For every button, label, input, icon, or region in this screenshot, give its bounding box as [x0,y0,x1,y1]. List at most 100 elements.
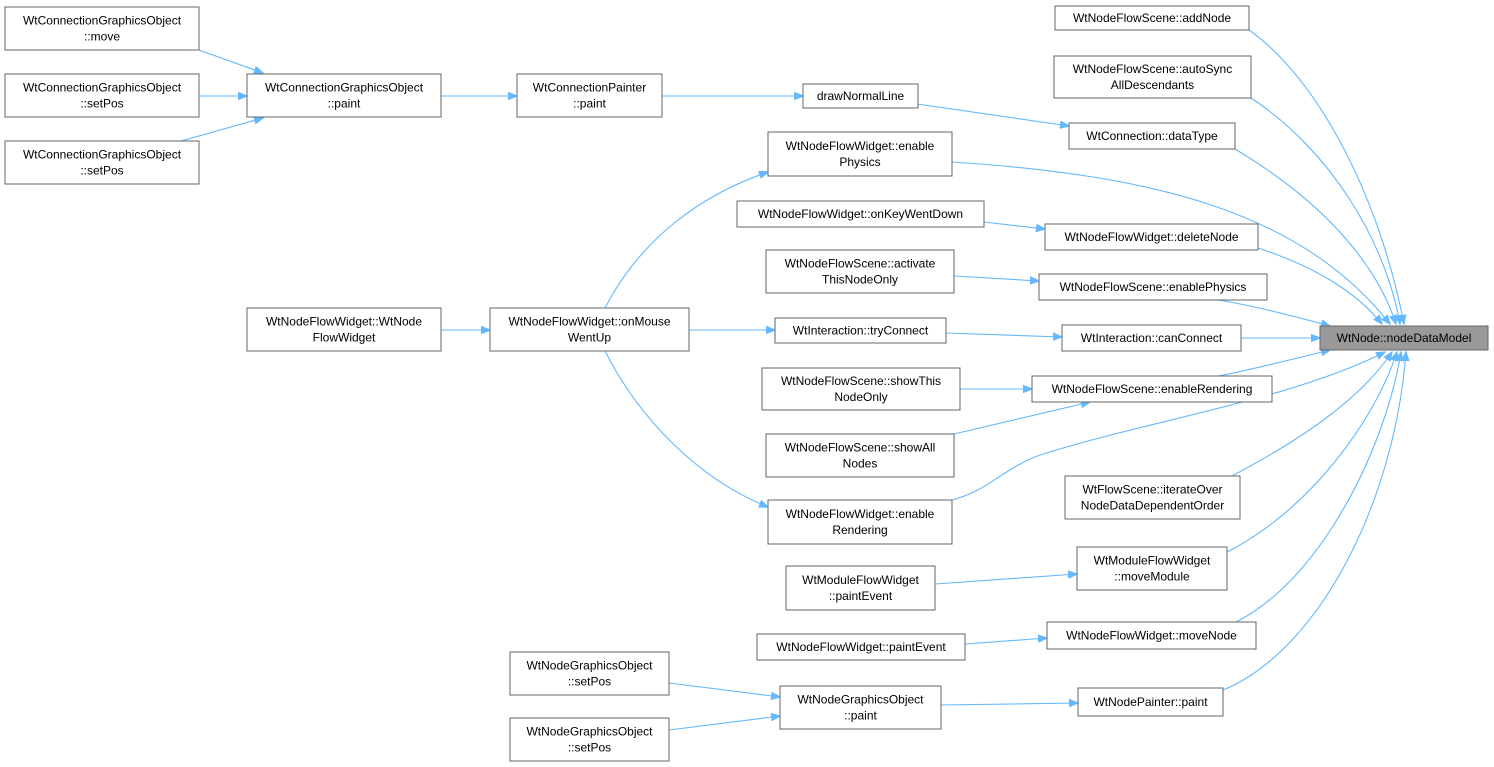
node-label-line: WtNodeFlowWidget::onMouse [508,315,670,329]
node-label-line: ::setPos [80,164,123,178]
edge-onKeyWentDown-to-deleteNode [983,221,1045,229]
graph-node-drawNormalLine[interactable]: drawNormalLine [802,83,919,109]
node-label-line: Rendering [832,523,887,537]
graph-node-moveModule[interactable]: WtModuleFlowWidget::moveModule [1076,546,1228,591]
node-label-line: ::setPos [80,97,123,111]
node-label-line: ::setPos [568,741,611,755]
graph-node-onKeyWentDown[interactable]: WtNodeFlowWidget::onKeyWentDown [736,200,985,228]
graph-node-canConnect[interactable]: WtInteraction::canConnect [1061,324,1242,352]
edge-ngoSetPos1-to-ngoPaint [668,682,780,697]
graph-node-deleteNode[interactable]: WtNodeFlowWidget::deleteNode [1044,223,1259,251]
node-box [774,317,947,344]
node-box [1061,324,1242,352]
graph-node-iterateOver[interactable]: WtFlowScene::iterateOverNodeDataDependen… [1064,475,1241,520]
edge-nodePainterPaint-to-target [1222,352,1406,691]
node-label-line: AllDescendants [1111,78,1194,92]
node-box [509,717,670,762]
graph-node-tryConnect[interactable]: WtInteraction::tryConnect [774,317,947,344]
edge-cgoSetPos2-to-cgoPaint [180,118,263,142]
graph-node-ngoSetPos2[interactable]: WtNodeGraphicsObject::setPos [509,717,670,762]
graph-node-cgoSetPos1[interactable]: WtConnectionGraphicsObject::setPos [4,73,200,118]
node-label-line: Physics [839,155,880,169]
node-label-line: WtNodeFlowWidget::enable [786,139,935,153]
node-box [765,249,955,294]
edge-moveModule-to-target [1226,352,1397,553]
node-label-line: WtNodeFlowWidget::paintEvent [776,640,946,654]
graph-node-enablePhysicsS[interactable]: WtNodeFlowScene::enablePhysics [1038,273,1268,301]
graph-node-addNode[interactable]: WtNodeFlowScene::addNode [1054,5,1250,31]
node-box [516,73,663,118]
graph-node-cgoMove[interactable]: WtConnectionGraphicsObject::move [4,6,200,51]
edge-iterateOver-to-target [1231,352,1392,477]
node-label-line: ::paint [844,709,877,723]
node-label-line: FlowWidget [313,331,376,345]
node-label-line: drawNormalLine [817,89,905,103]
node-label-line: WtNodeGraphicsObject [526,725,653,739]
node-label-line: WtNodeGraphicsObject [797,693,924,707]
node-box [4,6,200,51]
node-label-line: ::paint [573,97,606,111]
graph-node-ngoPaint[interactable]: WtNodeGraphicsObject::paint [779,685,942,730]
node-label-line: WtModuleFlowWidget [802,573,919,587]
node-label-line: WtFlowScene::iterateOver [1082,483,1222,497]
node-label-line: WtNodePainter::paint [1093,695,1208,709]
graph-node-cgoPaint[interactable]: WtConnectionGraphicsObject::paint [246,73,442,118]
node-box [1319,325,1489,351]
graph-node-target[interactable]: WtNode::nodeDataModel [1319,325,1489,351]
graph-node-moveNode[interactable]: WtNodeFlowWidget::moveNode [1046,621,1257,650]
node-box [1046,621,1257,650]
node-box [1076,546,1228,591]
node-label-line: WtConnectionGraphicsObject [23,148,182,162]
node-box [1038,273,1268,301]
node-label-line: WtNodeFlowScene::activate [785,257,936,271]
node-label-line: WtModuleFlowWidget [1094,554,1211,568]
graph-node-enablePhysicsW[interactable]: WtNodeFlowWidget::enablePhysics [767,131,953,177]
node-label-line: WtNodeFlowScene::enablePhysics [1060,280,1247,294]
node-box [246,73,442,118]
node-box [1044,223,1259,251]
edge-autoSync-to-target [1250,97,1400,324]
node-box [761,367,961,411]
node-box [1068,122,1236,150]
node-label-line: Nodes [843,457,878,471]
node-label-line: WtInteraction::tryConnect [793,324,929,338]
graph-node-connPainterPaint[interactable]: WtConnectionPainter::paint [516,73,663,118]
node-box [1053,55,1252,99]
node-box [765,433,955,478]
node-box [489,307,690,352]
node-box [767,131,953,177]
edge-ngoSetPos2-to-ngoPaint [668,716,780,731]
graph-node-nfwPaintEvent[interactable]: WtNodeFlowWidget::paintEvent [756,633,966,661]
node-box [736,200,985,228]
node-label-line: WtNodeFlowScene::autoSync [1073,62,1232,76]
graph-node-enableRenderingS[interactable]: WtNodeFlowScene::enableRendering [1031,375,1273,403]
node-label-line: NodeOnly [834,390,887,404]
node-box [802,83,919,109]
graph-node-dataType[interactable]: WtConnection::dataType [1068,122,1236,150]
edge-onMouseWentUp-to-enableRenderingW [604,350,768,507]
node-box [1031,375,1273,403]
graph-node-nodePainterPaint[interactable]: WtNodePainter::paint [1077,687,1224,717]
graph-node-enableRenderingW[interactable]: WtNodeFlowWidget::enableRendering [767,499,953,545]
node-box [4,140,200,185]
node-box [756,633,966,661]
edge-enableRenderingS-to-target [1217,350,1330,377]
node-box [1077,687,1224,717]
node-label-line: WtNodeFlowWidget::WtNode [266,315,422,329]
graph-node-cgoSetPos2[interactable]: WtConnectionGraphicsObject::setPos [4,140,200,185]
graph-node-ctor[interactable]: WtNodeFlowWidget::WtNodeFlowWidget [246,307,442,352]
node-label-line: WtNodeGraphicsObject [526,659,653,673]
graph-node-ngoSetPos1[interactable]: WtNodeGraphicsObject::setPos [509,651,670,696]
nodes-layer: WtNode::nodeDataModel WtNodeFlowScene::ad… [4,5,1489,762]
node-label-line: WtConnectionGraphicsObject [265,81,424,95]
edge-drawNormalLine-to-dataType [916,103,1069,126]
node-label-line: WtConnectionGraphicsObject [23,14,182,28]
edge-enablePhysicsW-to-target [951,161,1390,324]
graph-node-mfwPaintEvent[interactable]: WtModuleFlowWidget::paintEvent [785,565,936,611]
